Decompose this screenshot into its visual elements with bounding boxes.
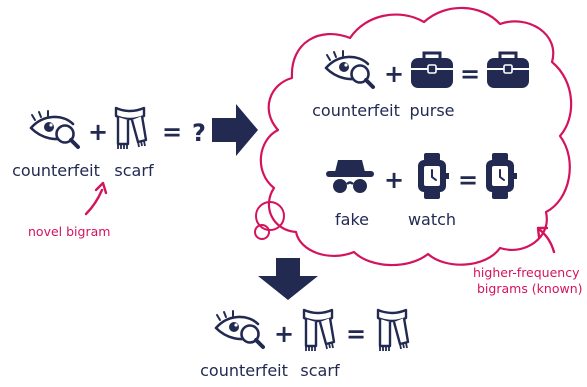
known-bigrams-note-line2: bigrams (known) — [477, 281, 583, 296]
word-label-watch: watch — [407, 210, 457, 229]
word-label-counterfeit: counterfeit — [12, 161, 100, 180]
plus-symbol: + — [88, 118, 108, 146]
purse-icon — [485, 51, 531, 90]
known-bigrams-note-line1: higher-frequency — [473, 265, 580, 280]
equals-symbol: = — [162, 118, 182, 146]
plus-symbol: + — [384, 60, 404, 88]
down-arrow — [258, 258, 318, 300]
word-label-scarf: scarf — [300, 361, 340, 380]
equals-symbol: = — [460, 60, 480, 88]
equals-symbol: = — [458, 166, 478, 194]
plus-symbol: + — [274, 320, 294, 348]
novel-bigram-arrow — [84, 188, 104, 216]
right-arrow — [212, 104, 258, 156]
word-label-purse: purse — [409, 101, 455, 120]
thought-bubble-large — [255, 201, 285, 231]
spy-hat-glasses-icon — [324, 158, 376, 195]
word-label-counterfeit: counterfeit — [312, 101, 400, 120]
thought-bubble-small — [254, 224, 270, 240]
novel-bigram-note: novel bigram — [28, 224, 111, 239]
watch-icon — [417, 152, 450, 200]
thought-cloud — [259, 6, 573, 267]
question-mark: ? — [192, 119, 206, 147]
plus-symbol: + — [384, 166, 404, 194]
scarf-icon — [302, 308, 336, 353]
watch-icon — [485, 152, 518, 200]
known-bigram-arrow — [538, 228, 556, 254]
word-label-scarf: scarf — [114, 161, 154, 180]
eye-magnifier-icon — [324, 49, 375, 89]
scarf-icon — [376, 308, 410, 353]
equals-symbol: = — [346, 320, 366, 348]
word-label-fake: fake — [335, 210, 369, 229]
scarf-icon — [114, 106, 148, 151]
eye-magnifier-icon — [29, 109, 80, 149]
eye-magnifier-icon — [214, 309, 265, 349]
purse-icon — [409, 51, 455, 90]
word-label-counterfeit: counterfeit — [200, 361, 288, 380]
